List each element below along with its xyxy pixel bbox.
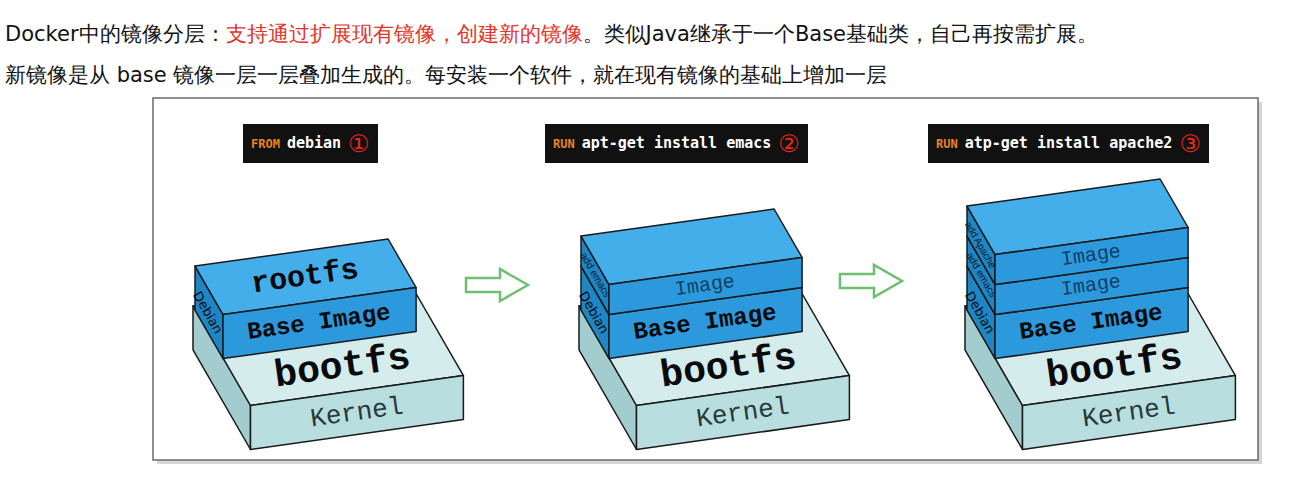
layer-block: add emacsImage	[578, 206, 805, 318]
panel-frame	[153, 98, 1258, 460]
command-bar: RUN apt-get install emacs ②	[545, 124, 808, 163]
step-number: ②	[778, 132, 800, 156]
command-keyword: FROM	[251, 138, 280, 150]
heading-text: 新镜像是从 base 镜像一层一层叠加生成的。每安装一个软件，就在现有镜像的基础…	[5, 63, 887, 87]
step-number: ③	[1179, 132, 1201, 156]
command-keyword: RUN	[936, 138, 958, 150]
highlight-text: 支持通过扩展现有镜像，创建新的镜像	[226, 22, 583, 46]
command-bar: FROM debian ①	[243, 124, 378, 163]
frame-shadow	[157, 102, 1262, 464]
heading-line: 新镜像是从 base 镜像一层一层叠加生成的。每安装一个软件，就在现有镜像的基础…	[5, 62, 887, 88]
command-keyword: RUN	[553, 138, 575, 150]
command-text: atp-get install apache2	[965, 136, 1173, 151]
layer-shape	[192, 236, 419, 362]
step-arrow	[466, 269, 528, 301]
step-number: ①	[348, 132, 370, 156]
command-text: apt-get install emacs	[582, 136, 772, 151]
layer-block: add ApacheImage	[964, 176, 1191, 288]
step-arrow	[840, 265, 902, 297]
heading-text: 。类似Java继承于一个Base基础类，自己再按需扩展。	[583, 22, 1099, 46]
command-bar: RUN atp-get install apache2 ③	[928, 124, 1209, 163]
heading-line: Docker中的镜像分层：支持通过扩展现有镜像，创建新的镜像。类似Java继承于…	[5, 21, 1098, 47]
layer-block: rootfsDebianBase Image	[192, 236, 419, 362]
layer-shape	[964, 176, 1191, 288]
command-text: debian	[287, 136, 341, 151]
heading-text: Docker中的镜像分层：	[5, 22, 226, 46]
layer-shape	[578, 206, 805, 318]
